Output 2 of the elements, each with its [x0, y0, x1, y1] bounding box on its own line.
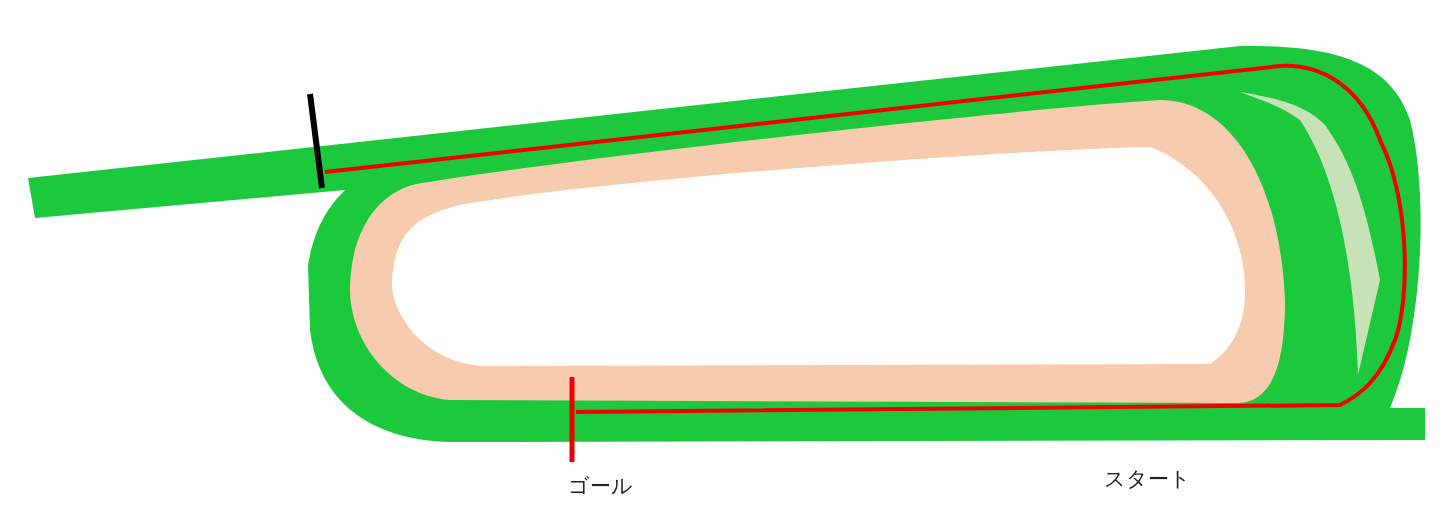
course-label: ゴール	[568, 476, 633, 497]
course-label: スタート	[1104, 469, 1191, 490]
